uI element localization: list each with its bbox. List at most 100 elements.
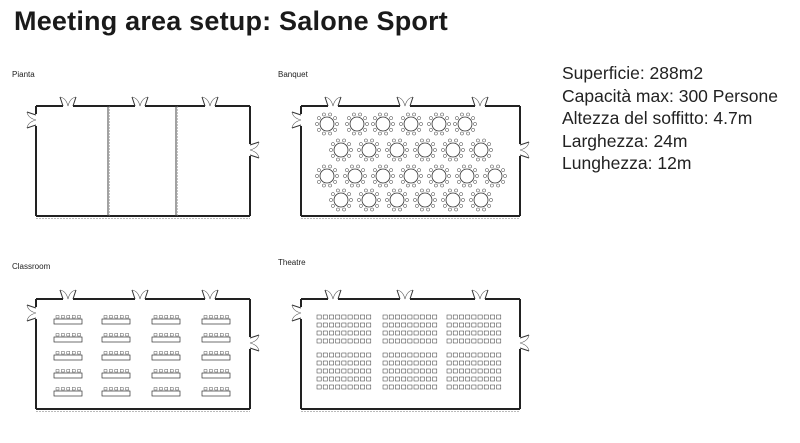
- theatre-seat: [465, 360, 471, 366]
- classroom-desk: [101, 369, 131, 379]
- theatre-seat: [419, 376, 425, 382]
- door-icon: [471, 289, 489, 300]
- chair: [483, 174, 487, 178]
- theatre-seat: [316, 384, 322, 390]
- desk: [53, 390, 83, 397]
- classroom-desk: [101, 351, 131, 361]
- chair: [473, 180, 477, 184]
- theatre-seat: [353, 330, 359, 336]
- chair: [485, 168, 489, 172]
- chair: [225, 387, 229, 391]
- theatre-seat: [353, 338, 359, 344]
- theatre-seat: [341, 360, 347, 366]
- chair: [454, 207, 458, 212]
- desk: [101, 390, 131, 397]
- chair: [403, 142, 407, 146]
- chair: [61, 315, 65, 319]
- chair: [406, 131, 410, 136]
- chair: [487, 154, 491, 158]
- chair: [72, 333, 76, 337]
- theatre-seat: [341, 322, 347, 328]
- desk: [101, 372, 131, 379]
- theatre-seat: [407, 376, 413, 382]
- theatre-seat: [353, 384, 359, 390]
- chair: [457, 168, 461, 172]
- banquet-table: [329, 188, 353, 212]
- theatre-seat: [446, 352, 452, 358]
- theatre-seat: [366, 384, 372, 390]
- round-table: [473, 142, 489, 158]
- chair: [443, 154, 447, 158]
- theatre-seat: [465, 352, 471, 358]
- chair: [317, 116, 321, 120]
- desk: [151, 372, 181, 379]
- chair: [473, 168, 477, 172]
- theatre-seat: [496, 338, 502, 344]
- door-swing: [26, 304, 37, 322]
- chair: [487, 204, 491, 208]
- theatre-seat: [471, 314, 477, 320]
- round-table: [445, 142, 461, 158]
- chair: [347, 116, 351, 120]
- chair: [214, 315, 219, 319]
- theatre-seat: [347, 384, 353, 390]
- chair: [153, 351, 158, 355]
- chair: [384, 131, 388, 136]
- classroom-floor-plan: [26, 289, 260, 412]
- chair: [454, 138, 458, 143]
- chair: [347, 128, 351, 132]
- banquet-table: [483, 164, 507, 188]
- classroom-desk: [151, 369, 181, 379]
- chair: [343, 174, 347, 178]
- chair: [347, 204, 351, 208]
- chair: [159, 333, 163, 337]
- banquet-table: [455, 164, 479, 188]
- chair: [417, 180, 421, 184]
- theatre-seat: [316, 360, 322, 366]
- door-icon: [26, 304, 37, 322]
- chair: [441, 198, 445, 202]
- theatre-seat: [347, 322, 353, 328]
- theatre-seat: [407, 330, 413, 336]
- theatre-seat: [452, 384, 458, 390]
- chair: [378, 131, 382, 136]
- chair: [392, 188, 396, 193]
- chair: [415, 192, 419, 196]
- chair: [361, 168, 365, 172]
- door-icon: [201, 96, 219, 107]
- theatre-seat: [426, 360, 431, 366]
- round-table: [375, 116, 391, 132]
- chair: [389, 116, 393, 120]
- banquet-table: [345, 112, 369, 136]
- chair: [490, 183, 494, 188]
- theatre-seat: [490, 352, 495, 358]
- chair: [489, 148, 493, 152]
- theatre-seat: [388, 314, 394, 320]
- chair: [66, 369, 70, 373]
- theatre-seat: [360, 330, 365, 336]
- theatre-seat: [490, 338, 495, 344]
- chair: [103, 351, 108, 355]
- chair: [359, 154, 363, 158]
- theatre-seat: [316, 338, 322, 344]
- door-icon: [201, 289, 219, 300]
- chair: [482, 138, 486, 143]
- chair: [375, 192, 379, 196]
- chair: [385, 198, 389, 202]
- theatre-seat: [316, 330, 322, 336]
- theatre-seat: [353, 360, 359, 366]
- theatre-seat: [322, 376, 328, 382]
- chair: [335, 174, 339, 178]
- theatre-seat: [353, 314, 359, 320]
- chair: [413, 148, 417, 152]
- chair: [496, 164, 500, 169]
- classroom-desk: [53, 351, 83, 361]
- theatre-seat: [426, 322, 431, 328]
- chair: [461, 148, 465, 152]
- chair: [356, 183, 360, 188]
- chair: [125, 351, 129, 355]
- theatre-seat: [459, 360, 464, 366]
- chair: [378, 112, 382, 117]
- chair: [125, 315, 129, 319]
- chair: [66, 387, 70, 391]
